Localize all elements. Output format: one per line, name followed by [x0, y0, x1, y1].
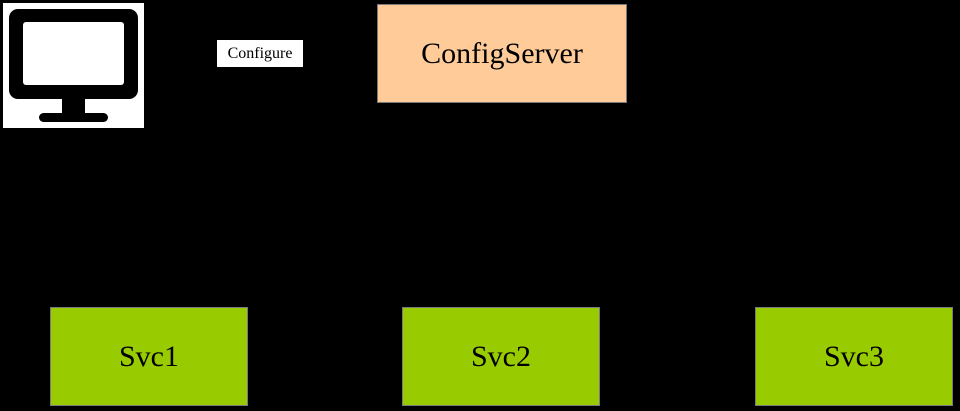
config-server-node: ConfigServer — [377, 4, 627, 103]
client-monitor — [3, 3, 144, 128]
monitor-icon — [9, 9, 138, 122]
service-node-svc2: Svc2 — [402, 307, 600, 406]
service-node-svc3: Svc3 — [755, 307, 953, 406]
service-label-svc2: Svc2 — [471, 339, 531, 373]
service-label-svc3: Svc3 — [824, 339, 884, 373]
service-node-svc1: Svc1 — [50, 307, 248, 406]
config-server-label: ConfigServer — [421, 36, 583, 70]
configure-edge-label: Configure — [217, 40, 303, 67]
service-label-svc1: Svc1 — [119, 339, 179, 373]
